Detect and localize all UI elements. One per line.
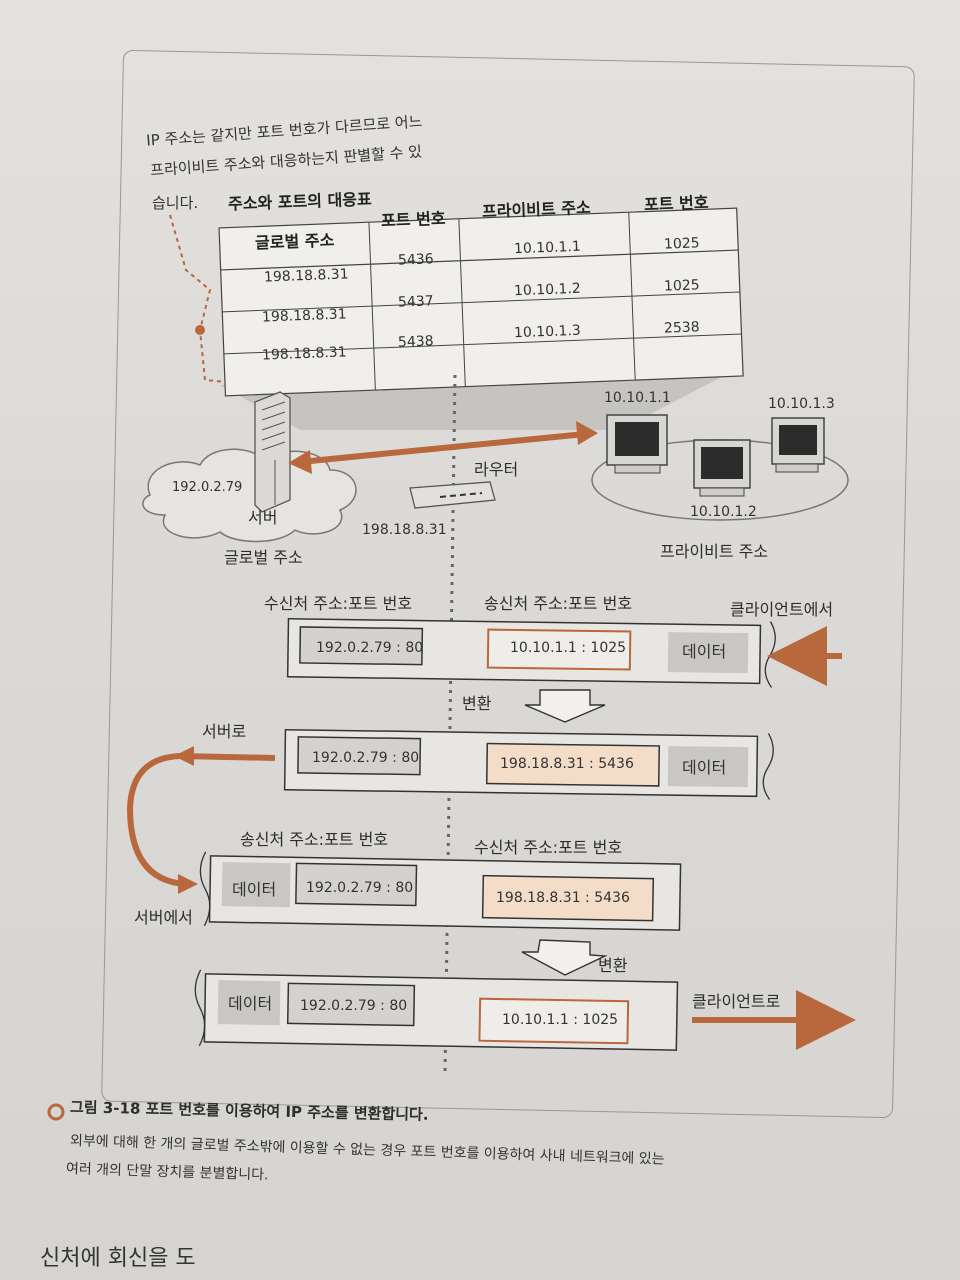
cell-r1-global: 198.18.8.31: [263, 266, 349, 286]
packet-4: [194, 969, 679, 1051]
connection-arrow: [299, 431, 586, 465]
p2-dest: 192.0.2.79 : 80: [312, 750, 420, 766]
to-server-label: 서버로: [202, 722, 247, 741]
next-paragraph-text: 신처에 회신을 도: [40, 1246, 196, 1271]
server-loop-arrow: [126, 752, 276, 887]
cell-r1-port2: 1025: [663, 235, 700, 253]
global-address-label: 글로벌 주소: [224, 548, 303, 567]
convert-label-2: 변환: [598, 956, 628, 975]
cell-r2-port: 5437: [397, 293, 434, 311]
server-ip: 192.0.2.79: [172, 480, 243, 495]
cell-r3-port: 5438: [397, 333, 434, 351]
table-header-private: 프라이비트 주소: [481, 197, 592, 222]
cell-r1-port: 5436: [397, 251, 434, 269]
pc3-ip: 10.10.1.3: [768, 396, 835, 412]
cell-r1-private: 10.10.1.1: [513, 238, 582, 258]
table-header-port2: 포트 번호: [643, 192, 709, 215]
dest-header-3: 수신처 주소:포트 번호: [474, 838, 623, 857]
note-line-3: 습니다.: [152, 194, 199, 212]
convert-arrow-2: [521, 939, 608, 976]
to-client-label: 클라이언트로: [692, 992, 781, 1011]
table-header-global: 글로벌 주소: [254, 230, 335, 253]
p3-src: 192.0.2.79 : 80: [306, 880, 414, 896]
from-client-label: 클라이언트에서: [730, 600, 834, 619]
cell-r2-private: 10.10.1.2: [513, 280, 582, 300]
note-dot: [195, 325, 205, 335]
router-ip: 198.18.8.31: [362, 522, 447, 538]
dest-header-1: 수신처 주소:포트 번호: [264, 594, 413, 613]
pc-icon-3: [771, 417, 825, 473]
cell-r2-port2: 1025: [663, 277, 700, 295]
cell-r3-global: 198.18.8.31: [261, 344, 347, 364]
pc-icon-1: [606, 414, 668, 474]
server-label: 서버: [248, 508, 278, 527]
p4-src: 192.0.2.79 : 80: [300, 998, 408, 1014]
p2-src: 198.18.8.31 : 5436: [500, 756, 634, 772]
table-title: 주소와 포트의 대응표: [227, 189, 372, 214]
p3-dest: 198.18.8.31 : 5436: [496, 890, 630, 906]
p4-dest: 10.10.1.1 : 1025: [502, 1012, 619, 1028]
p1-dest: 192.0.2.79 : 80: [316, 640, 424, 656]
p3-data: 데이터: [232, 880, 277, 899]
p1-data: 데이터: [682, 642, 727, 661]
from-server-label: 서버에서: [134, 908, 193, 927]
packet-1: [286, 618, 776, 688]
divider-dots: [443, 374, 457, 1076]
convert-arrow-1: [524, 689, 606, 723]
p2-data: 데이터: [682, 758, 727, 777]
pc2-ip: 10.10.1.2: [690, 504, 757, 520]
p1-src: 10.10.1.1 : 1025: [510, 640, 627, 656]
packet-3: [199, 851, 682, 931]
cell-r3-port2: 2538: [663, 319, 700, 337]
src-header-3: 송신처 주소:포트 번호: [240, 830, 389, 849]
router-icon: [409, 481, 496, 509]
cell-r2-global: 198.18.8.31: [261, 306, 347, 326]
cell-r3-private: 10.10.1.3: [513, 322, 582, 342]
internet-cloud: [142, 448, 357, 543]
convert-label-1: 변환: [462, 694, 492, 713]
private-address-label: 프라이비트 주소: [660, 542, 769, 561]
packet-2: [283, 728, 774, 800]
table-header-port: 포트 번호: [380, 208, 446, 231]
pc1-ip: 10.10.1.1: [604, 390, 671, 406]
pc-icon-2: [693, 439, 751, 497]
server-icon: [254, 391, 291, 513]
src-header-1: 송신처 주소:포트 번호: [484, 594, 633, 613]
router-label: 라우터: [474, 460, 519, 479]
mapping-table: [218, 207, 744, 397]
caption-bullet-icon: [47, 1103, 65, 1121]
p4-data: 데이터: [228, 994, 273, 1013]
